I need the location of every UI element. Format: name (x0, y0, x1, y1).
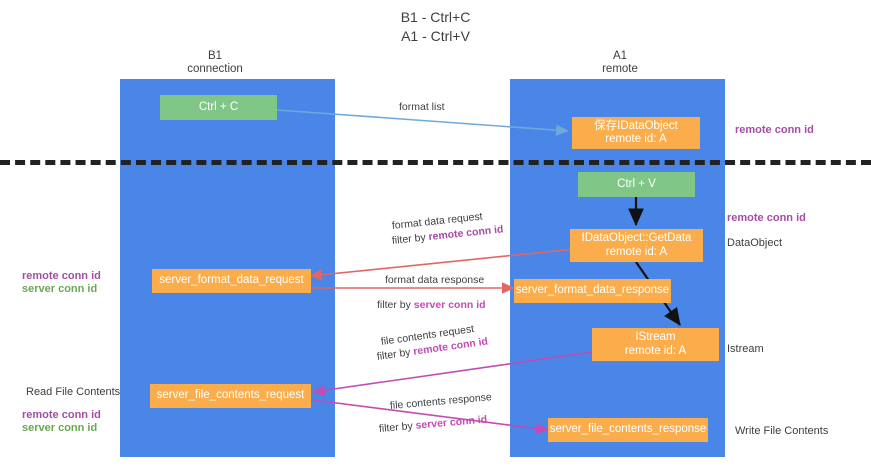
filter-key-server-conn-id: server conn id (413, 299, 486, 311)
edge-label-format-data-response: format data response (385, 274, 485, 286)
server-format-data-response-box[interactable]: server_format_data_response (514, 279, 671, 303)
right-label-remote-conn-id-mid: remote conn id (727, 212, 806, 224)
filter-prefix: filter by (391, 231, 430, 247)
right-lane-header: A1 remote (602, 50, 638, 75)
phase-divider (0, 160, 871, 165)
right-label-istream: Istream (727, 343, 764, 355)
edge-label-format-data-response-filter: filter by server conn id (377, 299, 486, 312)
server-file-contents-request-box[interactable]: server_file_contents_request (150, 384, 311, 408)
server-format-data-request-box[interactable]: server_format_data_request (152, 269, 311, 293)
server-file-contents-response-box[interactable]: server_file_contents_response (548, 418, 708, 442)
right-label-dataobject: DataObject (727, 237, 783, 249)
right-label-remote-conn-id-top: remote conn id (735, 124, 814, 136)
save-idataobject-box[interactable]: 保存IDataObject remote id: A (572, 117, 700, 149)
left-label-remote-conn-id-2: remote conn id (22, 409, 101, 421)
filter-prefix-2: filter by (377, 299, 414, 311)
left-label-server-conn-id-2: server conn id (22, 422, 98, 434)
edge-label-format-list: format list (399, 101, 445, 113)
right-label-write-file-contents: Write File Contents (735, 425, 829, 437)
left-label-read-file-contents: Read File Contents (26, 386, 121, 398)
filter-prefix-4: filter by (378, 419, 417, 435)
diagram-title: B1 - Ctrl+C A1 - Ctrl+V (400, 9, 471, 44)
ctrl-v-box[interactable]: Ctrl + V (578, 172, 695, 197)
left-label-server-conn-id: server conn id (22, 283, 98, 295)
left-lane-header: B1 connection (187, 50, 243, 75)
ctrl-c-box[interactable]: Ctrl + C (160, 95, 277, 120)
idataobject-getdata-box[interactable]: IDataObject::GetData remote id: A (570, 229, 703, 262)
left-label-remote-conn-id: remote conn id (22, 270, 101, 282)
istream-box[interactable]: IStream remote id: A (592, 328, 719, 361)
